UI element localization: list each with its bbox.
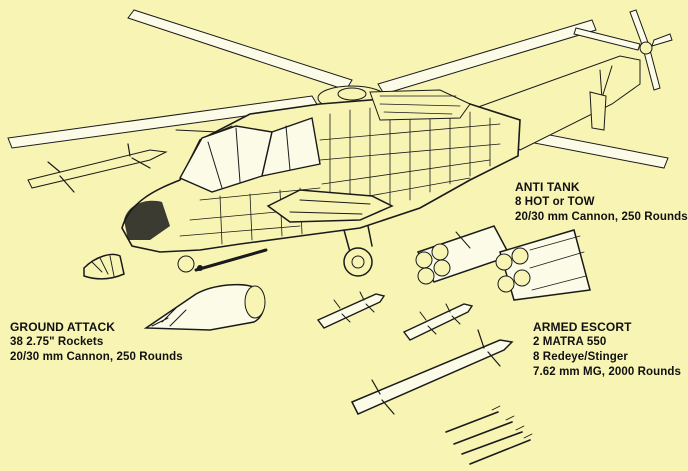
fuselage	[121, 89, 521, 253]
armed-escort-line-3: 7.62 mm MG, 2000 Rounds	[533, 366, 682, 378]
landing-gear	[177, 225, 373, 277]
wing-missile-top	[27, 125, 233, 193]
armed-escort-label: ARMED ESCORT 2 MATRA 550 8 Redeye/Stinge…	[533, 320, 681, 380]
ground-attack-line-1: 38 2.75" Rockets	[10, 336, 104, 348]
anti-tank-line-2: 20/30 mm Cannon, 250 Rounds	[515, 211, 688, 223]
armed-escort-line-2: 8 Redeye/Stinger	[533, 351, 628, 363]
chin-cannon	[194, 248, 268, 272]
ground-attack-title: GROUND ATTACK	[10, 320, 116, 334]
rocket-pod-small	[83, 253, 125, 280]
armed-escort-line-1: 2 MATRA 550	[533, 336, 607, 348]
stinger-missiles	[445, 405, 533, 465]
ground-attack-line-2: 20/30 mm Cannon, 250 Rounds	[10, 351, 183, 363]
atgm-launcher-2	[415, 225, 512, 285]
matra-missile	[350, 329, 514, 415]
missile-right	[402, 303, 474, 341]
ground-attack-label: GROUND ATTACK 38 2.75" Rockets 20/30 mm …	[10, 320, 183, 365]
anti-tank-line-1: 8 HOT or TOW	[515, 196, 595, 208]
tail-rotor	[573, 9, 673, 91]
atgm-launcher-4	[495, 229, 591, 301]
anti-tank-title: ANTI TANK	[515, 180, 580, 194]
anti-tank-label: ANTI TANK 8 HOT or TOW 20/30 mm Cannon, …	[515, 180, 688, 225]
rocket-pod-large	[143, 283, 266, 331]
missile-center	[316, 291, 386, 329]
armed-escort-title: ARMED ESCORT	[533, 320, 632, 334]
